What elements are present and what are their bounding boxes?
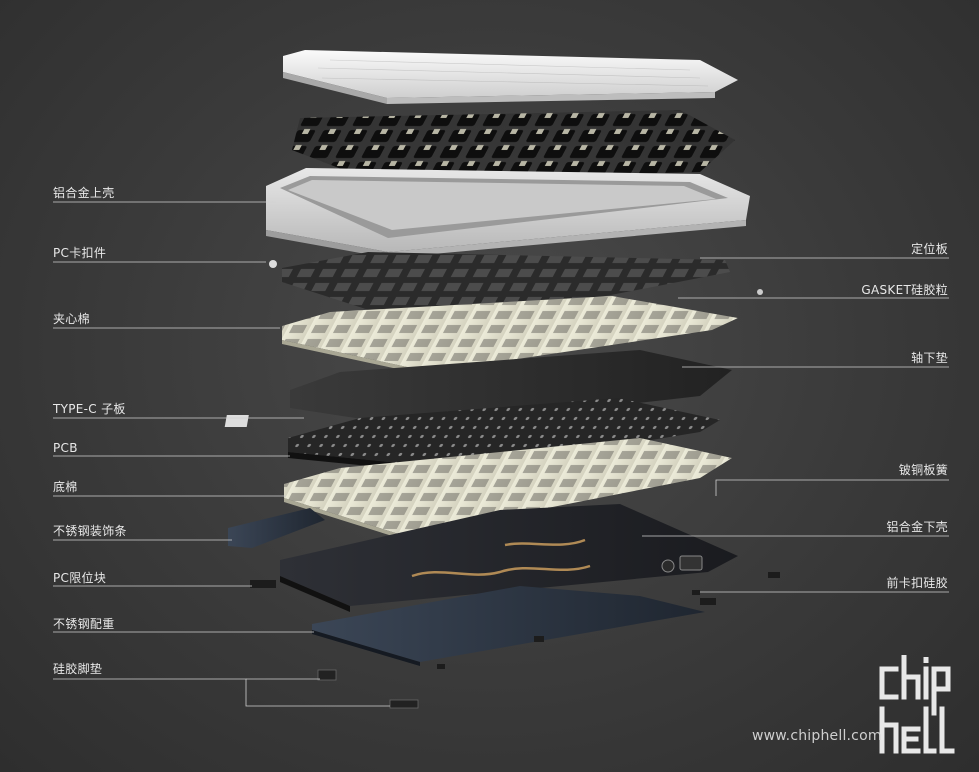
label-pc-limit-block: PC限位块 bbox=[53, 571, 107, 585]
label-steel-trim: 不锈钢装饰条 bbox=[53, 524, 127, 538]
label-pcb: PCB bbox=[53, 441, 78, 455]
label-steel-weight: 不锈钢配重 bbox=[53, 617, 115, 631]
label-typec-board: TYPE-C 子板 bbox=[53, 402, 126, 416]
small-parts bbox=[250, 572, 780, 709]
label-sandwich-foam: 夹心棉 bbox=[53, 312, 90, 326]
top-case bbox=[266, 168, 750, 258]
chiphell-logo-icon bbox=[879, 655, 955, 754]
label-bottom-case: 铝合金下壳 bbox=[886, 520, 948, 534]
bottom-foam bbox=[284, 438, 732, 540]
steel-trim bbox=[228, 508, 325, 548]
watermark-url: www.chiphell.com bbox=[752, 728, 882, 744]
label-gasket-beads: GASKET硅胶粒 bbox=[861, 283, 948, 297]
label-front-clip-silicone: 前卡扣硅胶 bbox=[886, 576, 948, 590]
steel-weight bbox=[312, 586, 705, 666]
label-switch-pad: 轴下垫 bbox=[911, 351, 948, 365]
label-plate: 定位板 bbox=[911, 242, 948, 256]
label-silicone-feet: 硅胶脚垫 bbox=[53, 662, 103, 676]
bottom-case bbox=[280, 504, 738, 612]
keycaps-layer bbox=[283, 50, 738, 104]
label-pc-clip: PC卡扣件 bbox=[53, 246, 107, 260]
label-copper-leaf-spring: 铍铜板簧 bbox=[898, 463, 948, 477]
label-bottom-foam: 底棉 bbox=[53, 480, 78, 494]
switches-layer bbox=[292, 110, 735, 180]
leader-lines bbox=[53, 201, 949, 707]
plate bbox=[269, 252, 763, 312]
sandwich-foam bbox=[282, 296, 738, 376]
label-top-case: 铝合金上壳 bbox=[53, 186, 115, 200]
